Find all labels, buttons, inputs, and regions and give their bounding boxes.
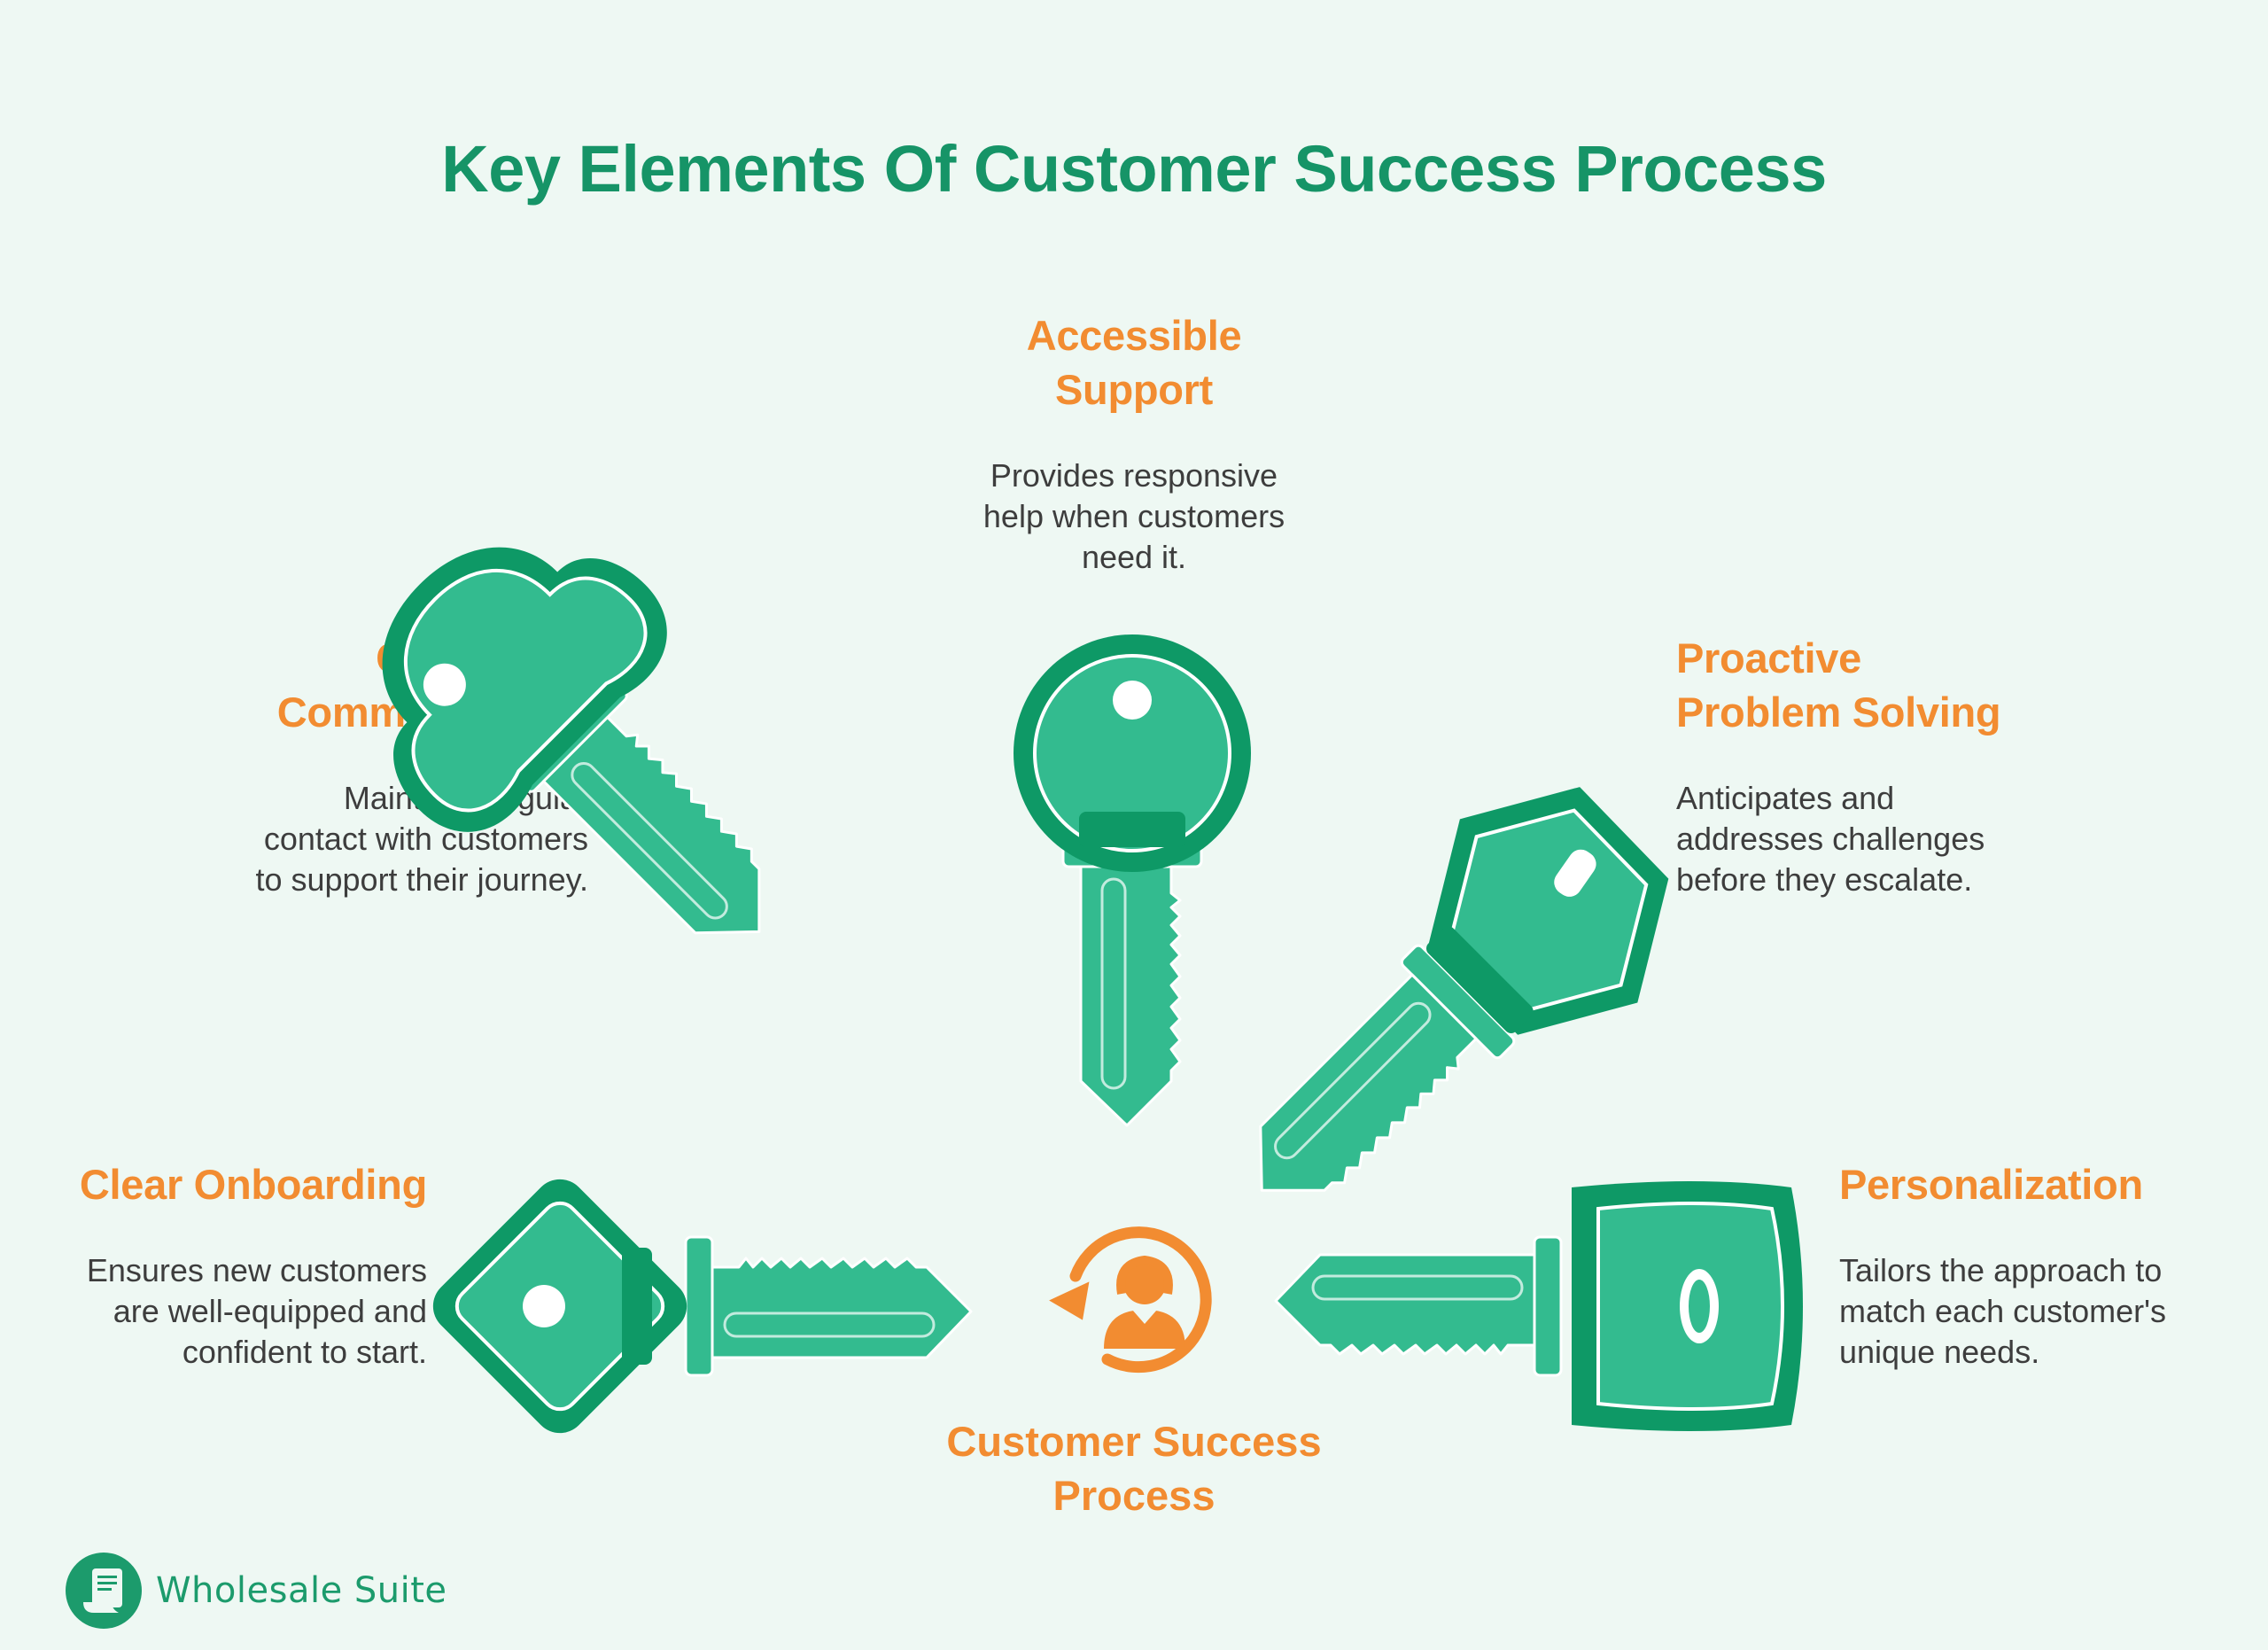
- page-title: Key Elements Of Customer Success Process: [441, 132, 1827, 206]
- element-description: Tailors the approach to match each custo…: [1839, 1252, 2167, 1370]
- key-personalization: [1274, 1181, 1803, 1431]
- element-description: Ensures new customers are well-equipped …: [86, 1252, 427, 1370]
- key-consistent-communication: [382, 547, 813, 978]
- brand-logo: Wholesale Suite: [66, 1553, 447, 1629]
- element-proactive-problem-solving: Proactive Problem Solving Anticipates an…: [1676, 631, 2137, 900]
- element-personalization: Personalization Tailors the approach to …: [1839, 1157, 2247, 1373]
- element-title: Proactive Problem Solving: [1676, 634, 2001, 735]
- element-description: Anticipates and addresses challenges bef…: [1676, 780, 1985, 898]
- element-title: Accessible Support: [1026, 312, 1242, 413]
- key-clear-onboarding: [432, 1179, 973, 1434]
- element-description: Provides responsive help when customers …: [983, 457, 1285, 575]
- element-title: Clear Onboarding: [79, 1161, 427, 1208]
- customer-cycle-icon: [1049, 1226, 1212, 1374]
- element-clear-onboarding: Clear Onboarding Ensures new customers a…: [35, 1157, 427, 1373]
- center-label: Customer Success Process: [946, 1418, 1322, 1519]
- receipt-scroll-icon: [66, 1553, 142, 1629]
- key-proactive-problem-solving: [1215, 787, 1669, 1245]
- brand-name: Wholesale Suite: [156, 1570, 447, 1611]
- element-title: Personalization: [1839, 1161, 2143, 1208]
- key-accessible-support: [1014, 634, 1251, 1127]
- element-accessible-support: Accessible Support Provides responsive h…: [886, 308, 1382, 578]
